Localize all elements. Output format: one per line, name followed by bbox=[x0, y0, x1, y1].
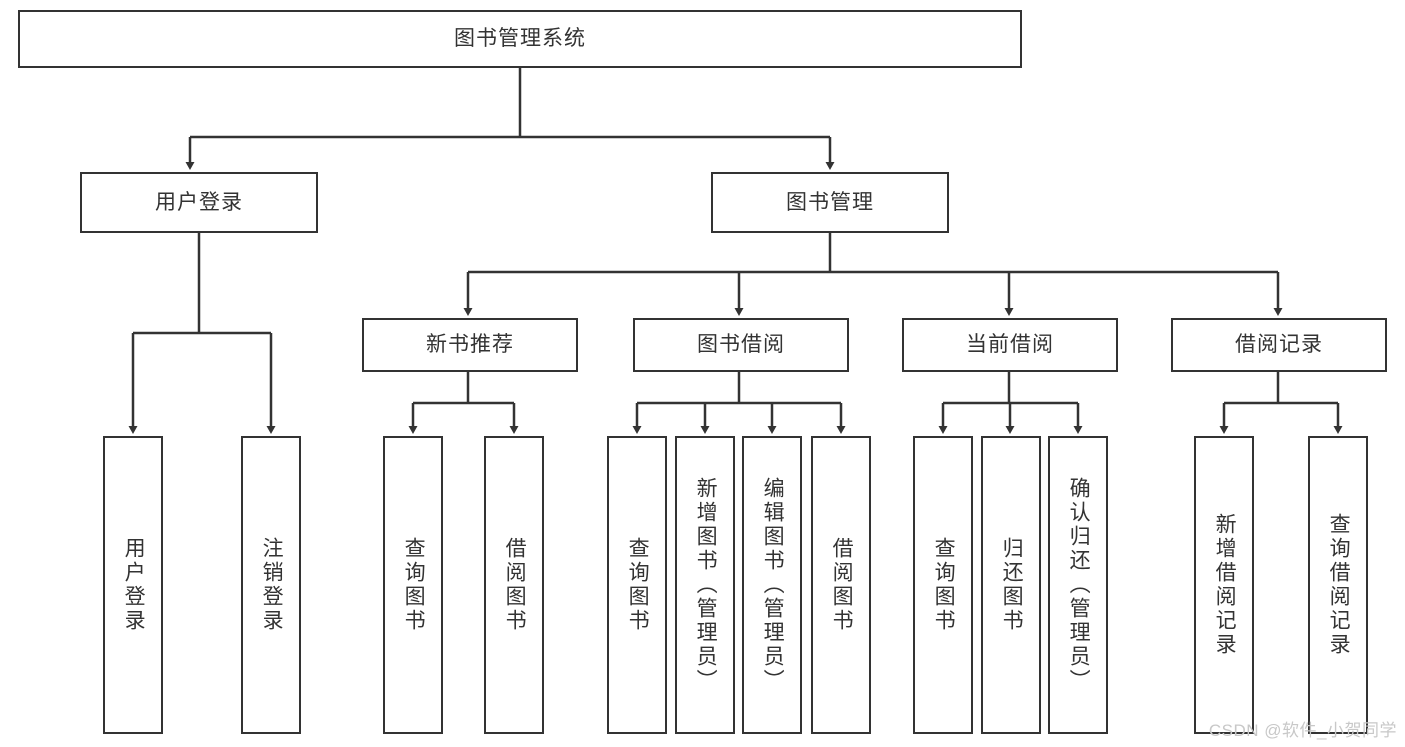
node-user-login[interactable]: 用户登录 bbox=[80, 172, 318, 233]
node-new-book-recommend-label: 新书推荐 bbox=[426, 333, 514, 357]
node-new-book-recommend[interactable]: 新书推荐 bbox=[362, 318, 578, 372]
node-root[interactable]: 图书管理系统 bbox=[18, 10, 1022, 68]
node-leaf-borrow-book-2[interactable]: 借阅图书 bbox=[811, 436, 871, 734]
node-leaf-borrow-book-2-label: 借阅图书 bbox=[830, 537, 854, 633]
node-leaf-logout[interactable]: 注销登录 bbox=[241, 436, 301, 734]
node-leaf-add-book[interactable]: 新增图书（管理员） bbox=[675, 436, 735, 734]
node-book-borrow-label: 图书借阅 bbox=[697, 333, 785, 357]
node-leaf-user-login[interactable]: 用户登录 bbox=[103, 436, 163, 734]
node-leaf-return-book-label: 归还图书 bbox=[1000, 537, 1024, 633]
node-leaf-borrow-book-1-label: 借阅图书 bbox=[503, 537, 527, 633]
node-book-manage-label: 图书管理 bbox=[786, 190, 874, 214]
node-root-label: 图书管理系统 bbox=[454, 27, 586, 51]
node-leaf-add-record-label: 新增借阅记录 bbox=[1213, 513, 1237, 657]
node-leaf-edit-book[interactable]: 编辑图书（管理员） bbox=[742, 436, 802, 734]
node-leaf-borrow-book-1[interactable]: 借阅图书 bbox=[484, 436, 544, 734]
node-borrow-record-label: 借阅记录 bbox=[1235, 333, 1323, 357]
node-leaf-confirm-return-label: 确认归还（管理员） bbox=[1067, 477, 1091, 693]
node-leaf-query-book-1-label: 查询图书 bbox=[402, 537, 426, 633]
node-leaf-edit-book-label: 编辑图书（管理员） bbox=[761, 477, 785, 693]
node-current-borrow-label: 当前借阅 bbox=[966, 333, 1054, 357]
node-leaf-query-book-2-label: 查询图书 bbox=[626, 537, 650, 633]
node-leaf-return-book[interactable]: 归还图书 bbox=[981, 436, 1041, 734]
node-book-manage[interactable]: 图书管理 bbox=[711, 172, 949, 233]
node-leaf-query-book-2[interactable]: 查询图书 bbox=[607, 436, 667, 734]
node-leaf-confirm-return[interactable]: 确认归还（管理员） bbox=[1048, 436, 1108, 734]
node-leaf-query-book-3-label: 查询图书 bbox=[932, 537, 956, 633]
watermark-text: CSDN @软件_小贺同学 bbox=[1208, 721, 1397, 740]
node-leaf-query-book-1[interactable]: 查询图书 bbox=[383, 436, 443, 734]
node-leaf-query-book-3[interactable]: 查询图书 bbox=[913, 436, 973, 734]
node-borrow-record[interactable]: 借阅记录 bbox=[1171, 318, 1387, 372]
node-leaf-query-record-label: 查询借阅记录 bbox=[1327, 513, 1351, 657]
node-current-borrow[interactable]: 当前借阅 bbox=[902, 318, 1118, 372]
node-leaf-user-login-label: 用户登录 bbox=[122, 537, 146, 633]
node-leaf-query-record[interactable]: 查询借阅记录 bbox=[1308, 436, 1368, 734]
node-book-borrow[interactable]: 图书借阅 bbox=[633, 318, 849, 372]
node-user-login-label: 用户登录 bbox=[155, 190, 243, 214]
node-leaf-logout-label: 注销登录 bbox=[260, 537, 284, 633]
node-leaf-add-book-label: 新增图书（管理员） bbox=[694, 477, 718, 693]
node-leaf-add-record[interactable]: 新增借阅记录 bbox=[1194, 436, 1254, 734]
